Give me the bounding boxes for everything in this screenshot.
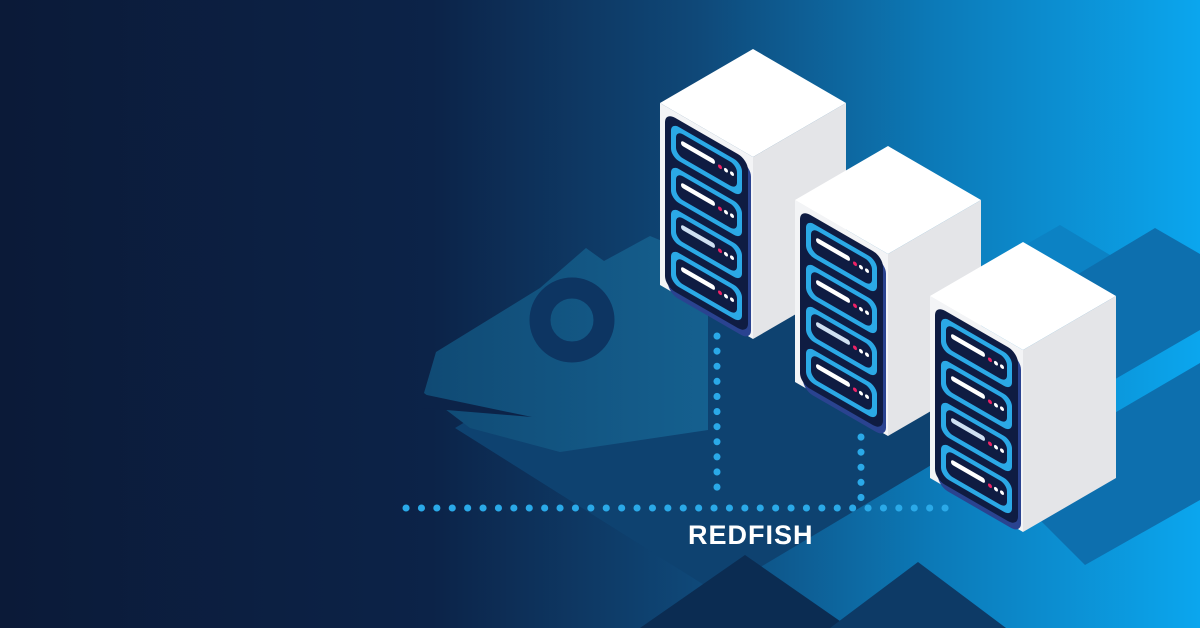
fish-eye-icon <box>529 277 615 363</box>
fish-tail-chevron <box>830 562 1006 628</box>
server-tower-icon-3 <box>930 242 1116 534</box>
redfish-label: REDFISH <box>688 520 814 550</box>
fish-mouth-shape <box>422 394 532 417</box>
fish-tail-chevron <box>640 555 850 628</box>
